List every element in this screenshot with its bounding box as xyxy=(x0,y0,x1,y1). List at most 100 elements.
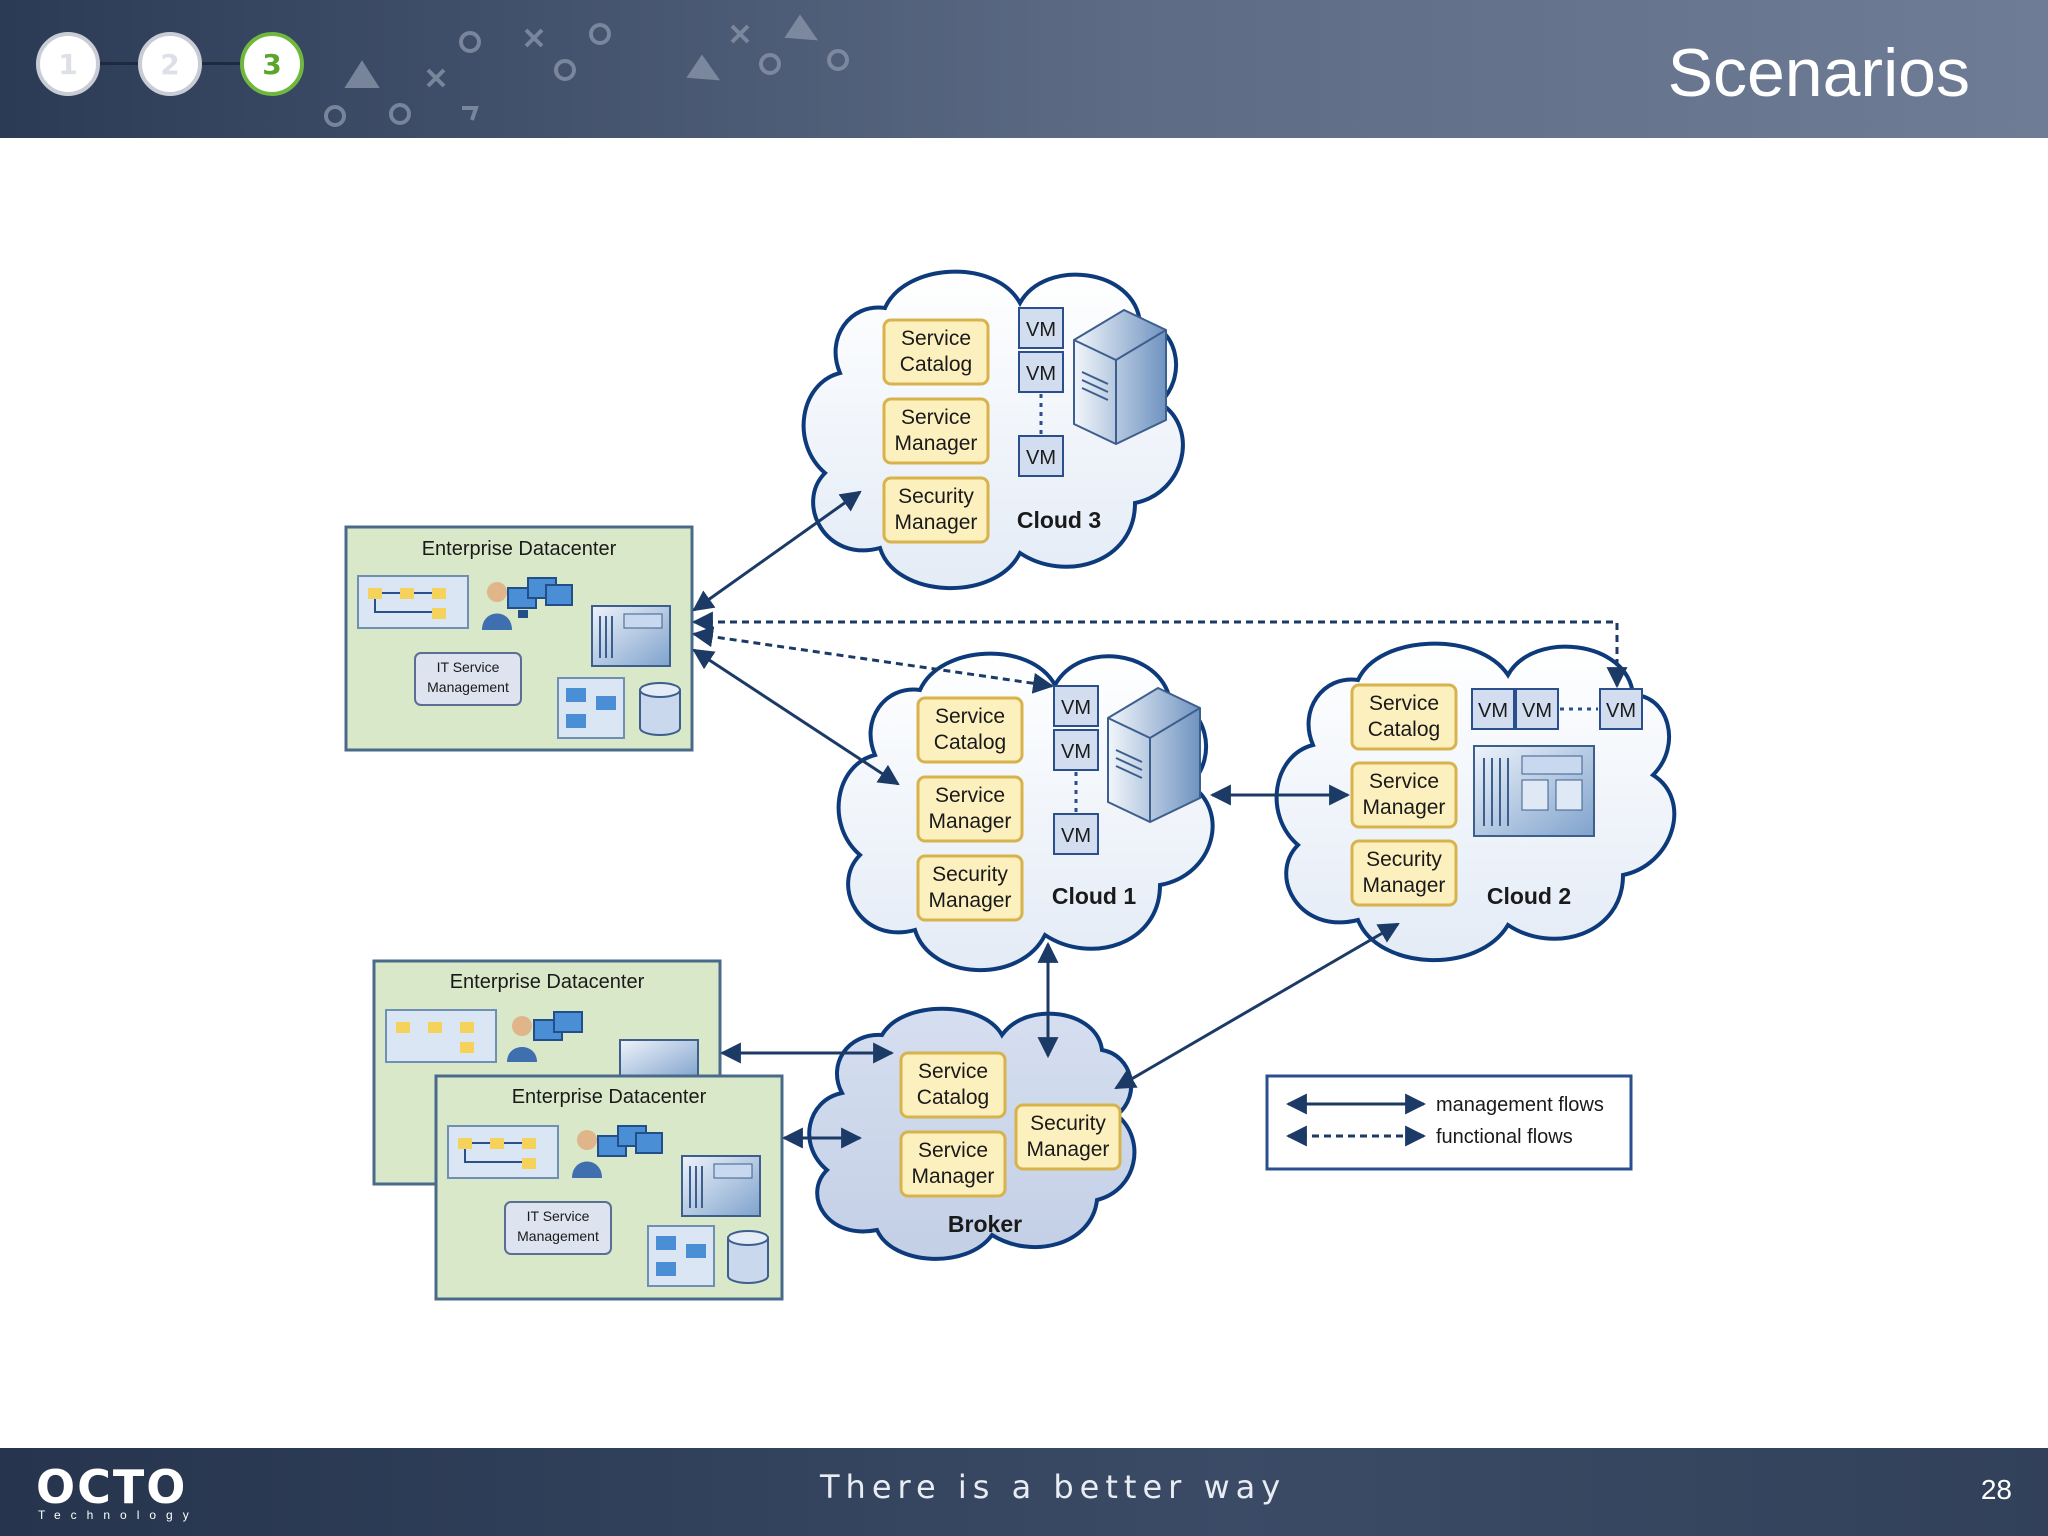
cloud2-service-manager-line1: Service xyxy=(1369,770,1439,793)
legend-functional-label: functional flows xyxy=(1436,1126,1573,1148)
enterprise-datacenter-front: Enterprise Datacenter IT Service Managem… xyxy=(434,1074,784,1301)
cloud3-security-manager-line1: Security xyxy=(898,485,974,508)
cloud3-security-manager-line2: Manager xyxy=(895,511,978,534)
svg-text:VM: VM xyxy=(1522,700,1552,722)
svg-text:VM: VM xyxy=(1026,363,1056,385)
cloud3-security-manager: Security Manager xyxy=(882,476,990,544)
cloud2-security-manager: Security Manager xyxy=(1350,839,1458,907)
cloud3-contents: Service Catalog Service Manager Security… xyxy=(882,307,1167,544)
broker-label: Broker xyxy=(948,1211,1022,1237)
cloud1-service-catalog-line1: Service xyxy=(935,705,1005,728)
svg-text:VM: VM xyxy=(1026,447,1056,469)
cloud3-service-catalog: Service Catalog xyxy=(882,318,990,386)
enterprise-datacenter-top: Enterprise Datacenter IT Service Managem… xyxy=(344,525,694,752)
cloud1-service-manager-line1: Service xyxy=(935,784,1005,807)
cloud2-service-manager-line2: Manager xyxy=(1363,796,1446,819)
management-flow-arrows xyxy=(692,490,1400,1149)
cloud3-service-manager-line1: Service xyxy=(901,406,971,429)
cloud3-vm-2: VM xyxy=(1018,351,1064,393)
svg-text:VM: VM xyxy=(1061,741,1091,763)
cloud3-service-manager-line2: Manager xyxy=(895,432,978,455)
svg-text:VM: VM xyxy=(1061,825,1091,847)
itsm-label-line1: IT Service xyxy=(527,1208,590,1224)
broker-security-manager-line1: Security xyxy=(1030,1112,1106,1135)
cloud2-vm-2: VM xyxy=(1515,688,1559,730)
cloud1-service-catalog: Service Catalog xyxy=(916,696,1024,764)
cloud1-service-catalog-line2: Catalog xyxy=(934,731,1006,754)
cloud2-contents: Service Catalog Service Manager Security… xyxy=(1350,683,1643,909)
arrow-dc-top-to-cloud3 xyxy=(692,490,862,612)
broker-service-catalog-line2: Catalog xyxy=(917,1086,989,1109)
step-1-indicator[interactable]: 1 xyxy=(36,32,100,96)
cloud2-vm-3: VM xyxy=(1599,688,1643,730)
cloud1-security-manager-line2: Manager xyxy=(929,889,1012,912)
cloud2-service-manager: Service Manager xyxy=(1350,761,1458,829)
page-number: 28 xyxy=(1980,1474,2012,1505)
itsm-label-line2: Management xyxy=(517,1228,599,1244)
arrow-dc-top-to-cloud1 xyxy=(692,648,900,786)
network-icon xyxy=(557,677,625,739)
datacenter-top-title: Enterprise Datacenter xyxy=(422,538,617,560)
broker-service-catalog: Service Catalog xyxy=(899,1051,1007,1119)
step-3-indicator[interactable]: 3 xyxy=(240,32,304,96)
cloud2-security-manager-line1: Security xyxy=(1366,848,1442,871)
arrow-broker-to-cloud2 xyxy=(1114,922,1400,1090)
legend: management flows functional flows xyxy=(1265,1074,1633,1171)
datacenter-back-title: Enterprise Datacenter xyxy=(450,971,645,993)
cloud3-vm-3: VM xyxy=(1018,435,1064,477)
it-service-management-box: IT Service Management xyxy=(504,1201,612,1255)
broker-contents: Service Catalog Service Manager Security… xyxy=(899,1051,1122,1237)
octo-logo: OCTO xyxy=(36,1460,188,1514)
cloud2-server-rack-icon xyxy=(1473,745,1595,837)
svg-text:VM: VM xyxy=(1061,697,1091,719)
cloud3-service-catalog-line2: Catalog xyxy=(900,353,972,376)
server-rack-icon xyxy=(681,1155,761,1217)
itsm-label-line2: Management xyxy=(427,679,509,695)
workflow-icon xyxy=(385,1009,497,1063)
cloud2-vm-1: VM xyxy=(1471,688,1515,730)
broker-service-manager-line2: Manager xyxy=(912,1165,995,1188)
cloud2-service-catalog: Service Catalog xyxy=(1350,683,1458,751)
octo-logo-subtitle: Technology xyxy=(38,1508,199,1522)
cloud1-vm-3: VM xyxy=(1053,813,1099,855)
cloud1-vm-2: VM xyxy=(1053,729,1099,771)
cloud1-contents: Service Catalog Service Manager Security… xyxy=(916,685,1201,922)
step-2-indicator[interactable]: 2 xyxy=(138,32,202,96)
it-service-management-box: IT Service Management xyxy=(414,652,522,706)
broker-service-manager: Service Manager xyxy=(899,1130,1007,1198)
cloud3-vm-1: VM xyxy=(1018,307,1064,349)
step-connector-1 xyxy=(100,62,140,65)
svg-text:VM: VM xyxy=(1606,700,1636,722)
user-workstations-icon xyxy=(507,1011,583,1062)
legend-management-label: management flows xyxy=(1436,1094,1604,1116)
dashed-arrow-dc-to-cloud2-vm xyxy=(691,611,1628,689)
broker-service-manager-line1: Service xyxy=(918,1139,988,1162)
cloud2-security-manager-line2: Manager xyxy=(1363,874,1446,897)
cloud3-label: Cloud 3 xyxy=(1017,507,1101,533)
header-decoration xyxy=(324,14,849,127)
server-rack-icon xyxy=(619,1039,699,1081)
cloud2-label: Cloud 2 xyxy=(1487,883,1571,909)
broker-service-catalog-line1: Service xyxy=(918,1060,988,1083)
server-rack-icon xyxy=(591,605,671,667)
cloud1-vm-1: VM xyxy=(1053,685,1099,727)
broker-security-manager: Security Manager xyxy=(1014,1103,1122,1171)
slide-footer: OCTO Technology There is a better way 28 xyxy=(0,1448,2048,1536)
svg-text:VM: VM xyxy=(1026,319,1056,341)
cloud1-label: Cloud 1 xyxy=(1052,883,1137,909)
slide-header: 1 2 3 Scenarios xyxy=(0,0,2048,138)
svg-text:VM: VM xyxy=(1478,700,1508,722)
cloud1-security-manager: Security Manager xyxy=(916,854,1024,922)
footer-tagline: There is a better way xyxy=(820,1468,1287,1506)
cloud1-service-manager: Service Manager xyxy=(916,775,1024,843)
cloud2-service-catalog-line2: Catalog xyxy=(1368,718,1440,741)
functional-flow-arrows xyxy=(691,611,1628,694)
workflow-icon xyxy=(447,1125,559,1179)
cloud3-service-catalog-line1: Service xyxy=(901,327,971,350)
network-icon xyxy=(647,1225,715,1287)
database-icon xyxy=(727,1230,769,1284)
cloud1-security-manager-line1: Security xyxy=(932,863,1008,886)
cloud-scenarios-diagram: Enterprise Datacenter IT Service Managem… xyxy=(344,269,1677,1301)
workflow-icon xyxy=(357,575,469,629)
database-icon xyxy=(639,682,681,736)
